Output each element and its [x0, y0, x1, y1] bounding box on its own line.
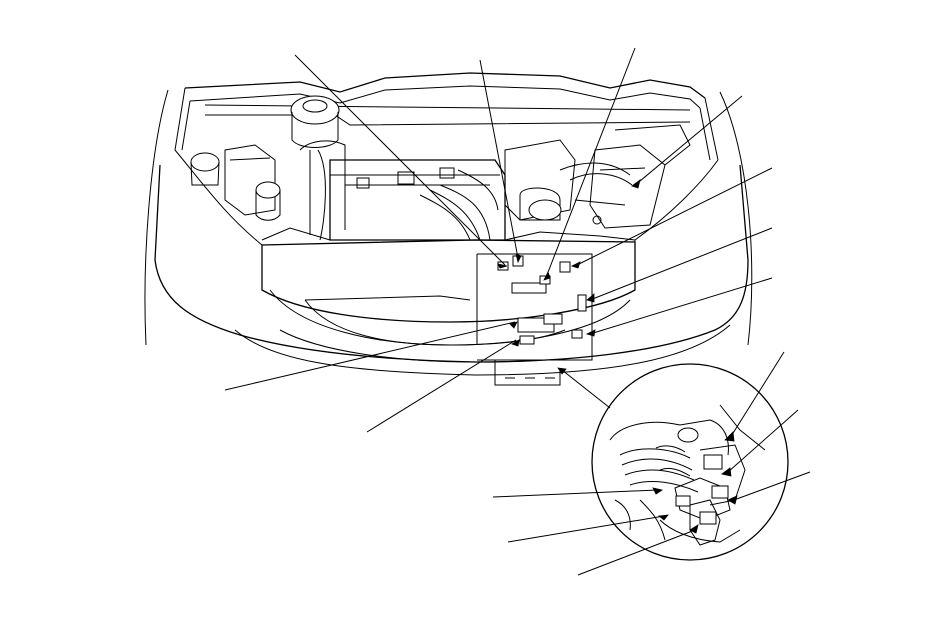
leader-lines-detail — [492, 351, 811, 576]
open-hood — [174, 72, 719, 161]
detail-inset — [591, 363, 789, 561]
body-outline — [144, 89, 753, 376]
leader-lines-main — [224, 47, 773, 433]
engine-bay — [190, 95, 691, 241]
front-bumper — [261, 239, 636, 363]
